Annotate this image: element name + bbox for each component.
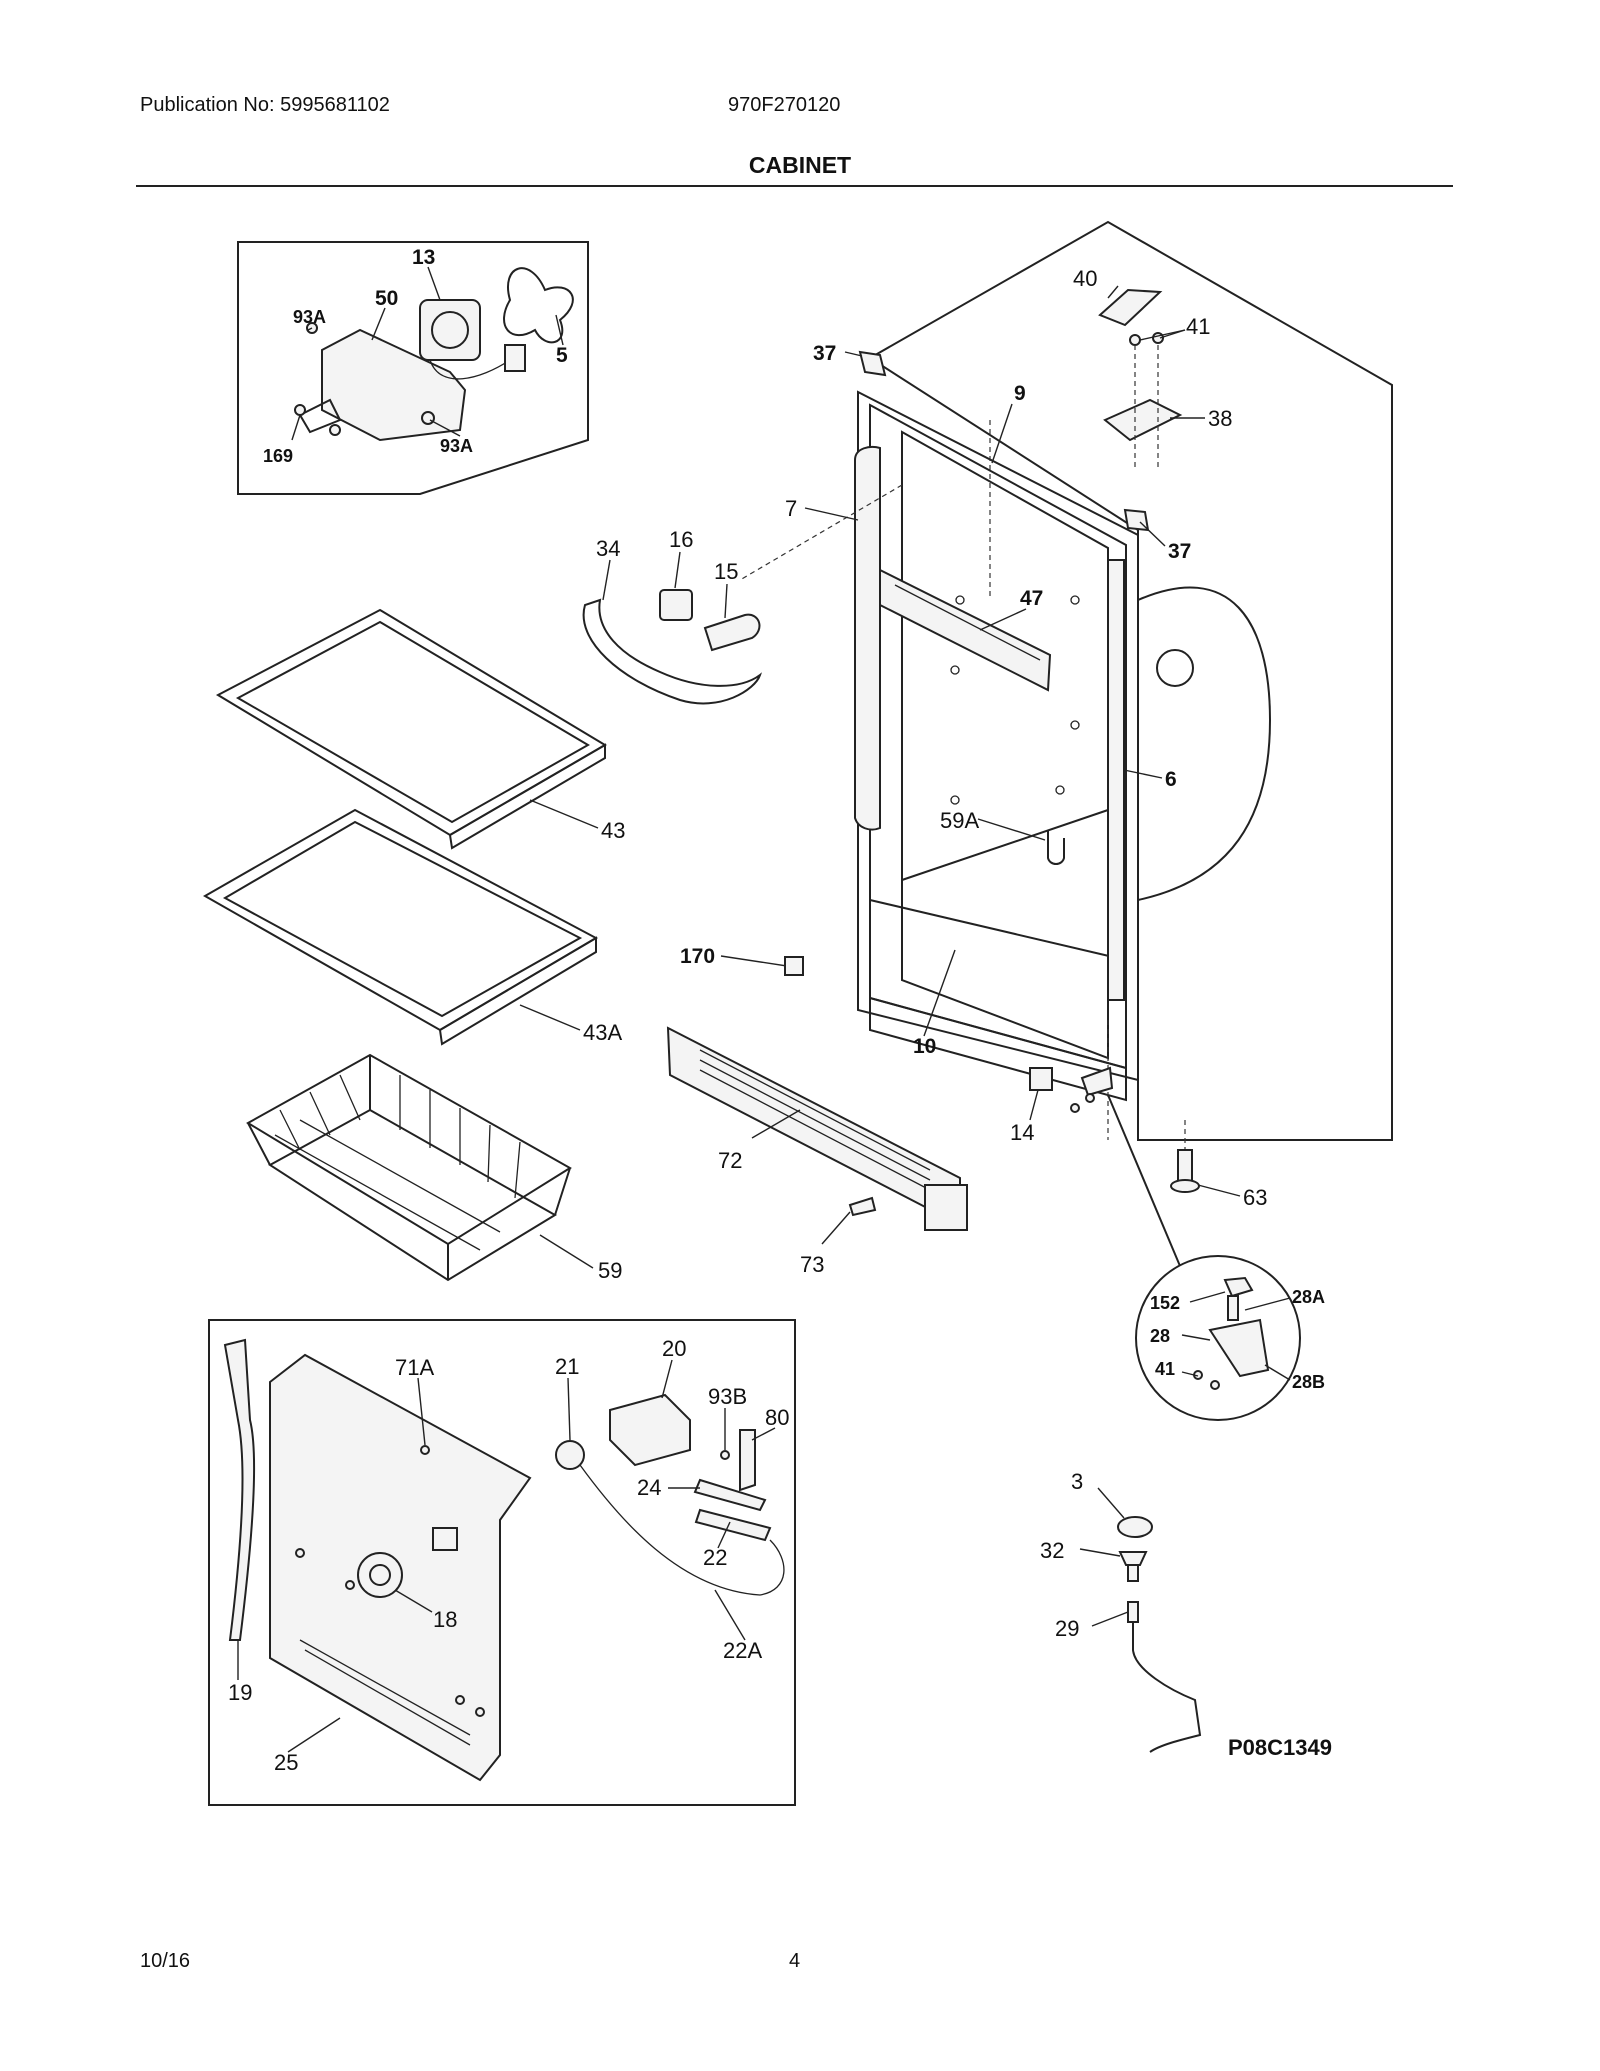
callout-152: 152 [1150,1293,1180,1313]
page-number: 4 [789,1950,801,1972]
callout-21: 21 [555,1354,579,1379]
callout-28: 28 [1150,1326,1170,1346]
footer-date: 10/16 [140,1950,191,1972]
toe-grille: 72 73 [666,1026,968,1277]
callout-93a: 93A [293,307,326,327]
light-assembly: 34 16 15 [582,527,762,705]
callout-34: 34 [596,536,620,561]
callout-37-right: 37 [1168,540,1191,563]
callout-93a-lower: 93A [440,436,473,456]
callout-37-left: 37 [813,342,836,365]
callout-43: 43 [601,818,625,843]
shelves: 43 43A [202,608,625,1046]
fan-motor-inset: 13 93A 50 5 169 93A [237,241,589,495]
callout-22: 22 [703,1545,727,1570]
callout-7: 7 [785,496,797,521]
drain-assembly: 3 32 29 [1040,1469,1202,1753]
callout-50: 50 [375,287,398,310]
callout-170: 170 [680,945,715,968]
callout-16: 16 [669,527,693,552]
callout-59a: 59A [940,808,979,833]
callout-47: 47 [1020,587,1043,610]
callout-169: 169 [263,446,293,466]
callout-41: 41 [1186,314,1210,339]
model-number: 970F270120 [728,94,841,116]
callout-15: 15 [714,559,738,584]
callout-93b: 93B [708,1384,747,1409]
callout-25: 25 [274,1750,298,1775]
callout-28a: 28A [1292,1287,1325,1307]
callout-13: 13 [412,246,435,269]
callout-24: 24 [637,1475,661,1500]
wire-basket: 59 [246,1053,622,1283]
bottom-hinge-area: 14 63 152 28A 28 41 28B [1010,1066,1325,1421]
callout-59: 59 [598,1258,622,1283]
callout-73: 73 [800,1252,824,1277]
callout-32: 32 [1040,1538,1064,1563]
callout-28b: 28B [1292,1372,1325,1392]
page-title: CABINET [748,152,852,178]
callout-63: 63 [1243,1185,1267,1210]
callout-18: 18 [433,1607,457,1632]
callout-20: 20 [662,1336,686,1361]
publication-number: Publication No: 5995681102 [140,94,390,116]
callout-10: 10 [913,1035,936,1058]
evaporator-cover-inset: 71A 21 20 93B 80 24 22 18 22A 19 25 [208,1319,796,1806]
cabinet-body: 40 41 38 37 37 9 7 47 6 59A 170 10 [680,220,1393,1141]
callout-43a: 43A [583,1020,622,1045]
callout-14: 14 [1010,1120,1034,1145]
callout-9: 9 [1014,382,1026,405]
callout-40: 40 [1073,266,1097,291]
header-rule [136,185,1453,187]
callout-19: 19 [228,1680,252,1705]
callout-22a: 22A [723,1638,762,1663]
callout-41-hinge: 41 [1155,1359,1175,1379]
diagram-code: P08C1349 [1228,1735,1332,1760]
callout-5: 5 [556,344,568,367]
callout-80: 80 [765,1405,789,1430]
callout-71a: 71A [395,1355,434,1380]
callout-29: 29 [1055,1616,1079,1641]
callout-6: 6 [1165,768,1177,791]
callout-72: 72 [718,1148,742,1173]
callout-3: 3 [1071,1469,1083,1494]
callout-38: 38 [1208,406,1232,431]
